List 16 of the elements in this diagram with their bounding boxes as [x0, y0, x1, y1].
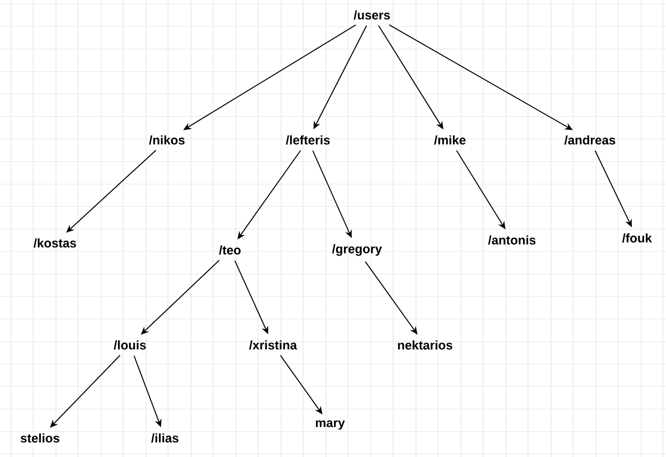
path-label: /teo [219, 245, 241, 255]
path-label: /ilias [151, 433, 178, 443]
path-label: nektarios [398, 340, 452, 350]
path-label: /fouk [622, 233, 652, 243]
path-label: /gregory [332, 244, 382, 256]
path-label: /louis [114, 340, 146, 350]
path-label: /lefteris [286, 135, 330, 145]
path-label: /users [354, 10, 390, 20]
path-label: mary [316, 420, 345, 430]
path-label: /andreas [564, 135, 616, 145]
path-label: /kostas [34, 238, 76, 248]
path-label: stelios [20, 433, 60, 443]
path-label: /nikos [149, 135, 185, 145]
path-label: /antonis [488, 235, 536, 245]
path-label: /mike [434, 135, 466, 145]
path-label: /xristina [249, 340, 298, 350]
